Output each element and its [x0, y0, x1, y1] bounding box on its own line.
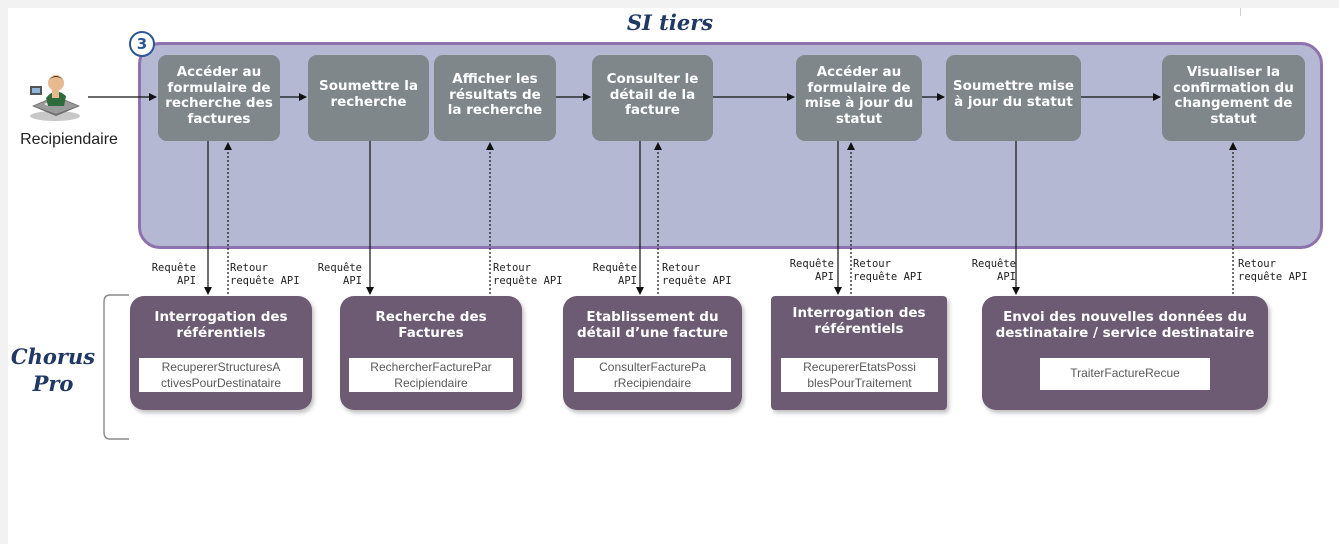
frame-left-edge [0, 0, 8, 544]
service-box-recherche-factures: Recherche des Factures RechercherFacture… [340, 296, 522, 410]
service-box-detail-facture: Etablissement du détail d’une facture Co… [563, 296, 742, 410]
api-return-arrows [224, 142, 1237, 294]
step-label: Soumettre mise à jour du statut [952, 78, 1075, 110]
request-label: Requête API [971, 258, 1016, 283]
return-label: Retour requête API [662, 262, 732, 287]
step-box-view-confirmation: Visualiser la confirmation du changement… [1162, 55, 1305, 141]
service-box-interrogation-referentiels-2: Interrogation des référentiels Recuperer… [771, 296, 947, 410]
service-title: Envoi des nouvelles données du destinata… [995, 309, 1255, 341]
service-title: Interrogation des référentiels [154, 309, 288, 341]
step-box-access-search-form: Accéder au formulaire de recherche des f… [158, 55, 280, 141]
step-number-badge: 3 [129, 31, 155, 57]
chorus-pro-title: Chorus Pro [10, 344, 96, 396]
step-label: Soumettre la recherche [319, 78, 418, 110]
actor-label: Recipiendaire [20, 131, 118, 148]
si-tiers-title: SI tiers [626, 10, 714, 35]
request-label: Requête API [151, 262, 196, 287]
frame-top-edge [0, 0, 1339, 8]
service-operation: RecupererStructuresA ctivesPourDestinata… [139, 358, 303, 392]
service-operation: RecupererEtatsPossi blesPourTraitement [781, 358, 938, 392]
request-label: Requête API [317, 262, 362, 287]
return-label: Retour requête API [1238, 258, 1308, 283]
step-box-submit-status-update: Soumettre mise à jour du statut [946, 55, 1081, 141]
step-label: Afficher les résultats de la recherche [447, 71, 543, 118]
step-box-view-invoice-detail: Consulter le détail de la facture [592, 55, 713, 141]
service-title: Interrogation des référentiels [792, 305, 926, 337]
step-box-display-results: Afficher les résultats de la recherche [434, 55, 556, 141]
api-request-arrows [204, 141, 1020, 295]
step-label: Visualiser la confirmation du changement… [1173, 64, 1294, 127]
frame-tick [1240, 8, 1241, 16]
service-title: Etablissement du détail d’une facture [576, 309, 729, 341]
step-box-access-status-form: Accéder au formulaire de mise à jour du … [796, 55, 922, 141]
service-box-envoi-donnees: Envoi des nouvelles données du destinata… [982, 296, 1268, 410]
service-title: Recherche des Factures [375, 309, 487, 341]
return-label: Retour requête API [853, 258, 923, 283]
service-operation: RechercherFacturePar Recipiendaire [349, 358, 513, 392]
step-label: Accéder au formulaire de recherche des f… [165, 64, 273, 127]
service-operation: TraiterFactureRecue [1040, 358, 1210, 390]
request-label: Requête API [789, 258, 834, 283]
user-at-desk-icon [30, 75, 80, 121]
request-label: Requête API [592, 262, 637, 287]
step-box-submit-search: Soumettre la recherche [308, 55, 429, 141]
return-label: Retour requête API [230, 262, 300, 287]
step-label: Accéder au formulaire de mise à jour du … [804, 64, 914, 127]
step-label: Consulter le détail de la facture [606, 71, 699, 118]
return-label: Retour requête API [493, 262, 563, 287]
service-operation: ConsulterFacturePa rRecipiendaire [574, 358, 731, 392]
chorus-pro-bracket [103, 294, 129, 440]
service-box-interrogation-referentiels-1: Interrogation des référentiels Recuperer… [130, 296, 312, 410]
